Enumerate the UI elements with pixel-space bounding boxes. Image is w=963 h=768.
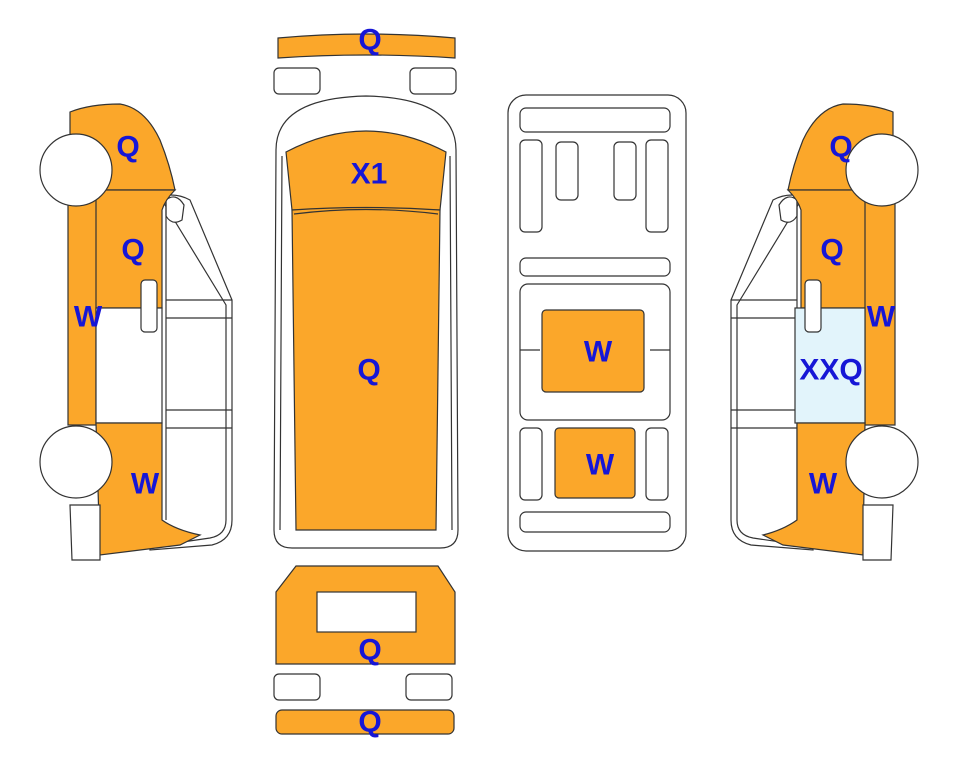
rear-bumper-panel[interactable] [275, 709, 455, 735]
right-front-door-panel[interactable] [786, 189, 869, 309]
left-side-view: Q Q W W [39, 103, 233, 561]
front-left-lamp [273, 67, 321, 95]
left-front-door-label: Q [121, 234, 144, 267]
right-sill-label: W [867, 301, 896, 334]
rear-view: Q Q [273, 565, 456, 739]
right-front-wheel [845, 133, 919, 207]
right-front-door-label: Q [820, 234, 843, 267]
rear-right-lamp [405, 673, 453, 701]
rear-bumper-label: Q [358, 706, 381, 739]
left-rear-quarter-panel[interactable] [95, 422, 202, 556]
floor-rear-panel[interactable] [554, 427, 636, 499]
left-front-fender-label: Q [116, 131, 139, 164]
rear-window [316, 591, 417, 633]
right-rear-wheel [845, 425, 919, 499]
roof-label: Q [357, 354, 380, 387]
bonnet-label: X1 [351, 158, 388, 191]
top-view: Q X1 Q [273, 24, 459, 549]
front-bumper-label: Q [358, 24, 381, 57]
roof-panel[interactable] [291, 206, 441, 531]
front-right-lamp [409, 67, 457, 95]
floor-rear-label: W [586, 449, 615, 482]
left-front-door-panel[interactable] [94, 189, 177, 309]
right-front-fender-label: Q [829, 131, 852, 164]
bonnet-panel[interactable] [285, 130, 447, 211]
front-bumper-panel[interactable] [277, 33, 456, 59]
rear-door-label: Q [358, 634, 381, 667]
rear-left-lamp [273, 673, 321, 701]
right-rear-quarter-label: W [809, 468, 838, 501]
floor-mid-label: W [584, 336, 613, 369]
underbody-view: W W [507, 94, 687, 552]
right-rear-quarter-panel[interactable] [761, 422, 866, 556]
right-side-view: Q Q W XXQ W [730, 103, 919, 561]
left-rear-quarter-label: W [131, 468, 160, 501]
left-front-wheel [39, 133, 113, 207]
floor-mid-panel[interactable] [541, 309, 645, 393]
right-window-label: XXQ [799, 354, 862, 387]
left-rear-wheel [39, 425, 113, 499]
left-sill-label: W [74, 301, 103, 334]
